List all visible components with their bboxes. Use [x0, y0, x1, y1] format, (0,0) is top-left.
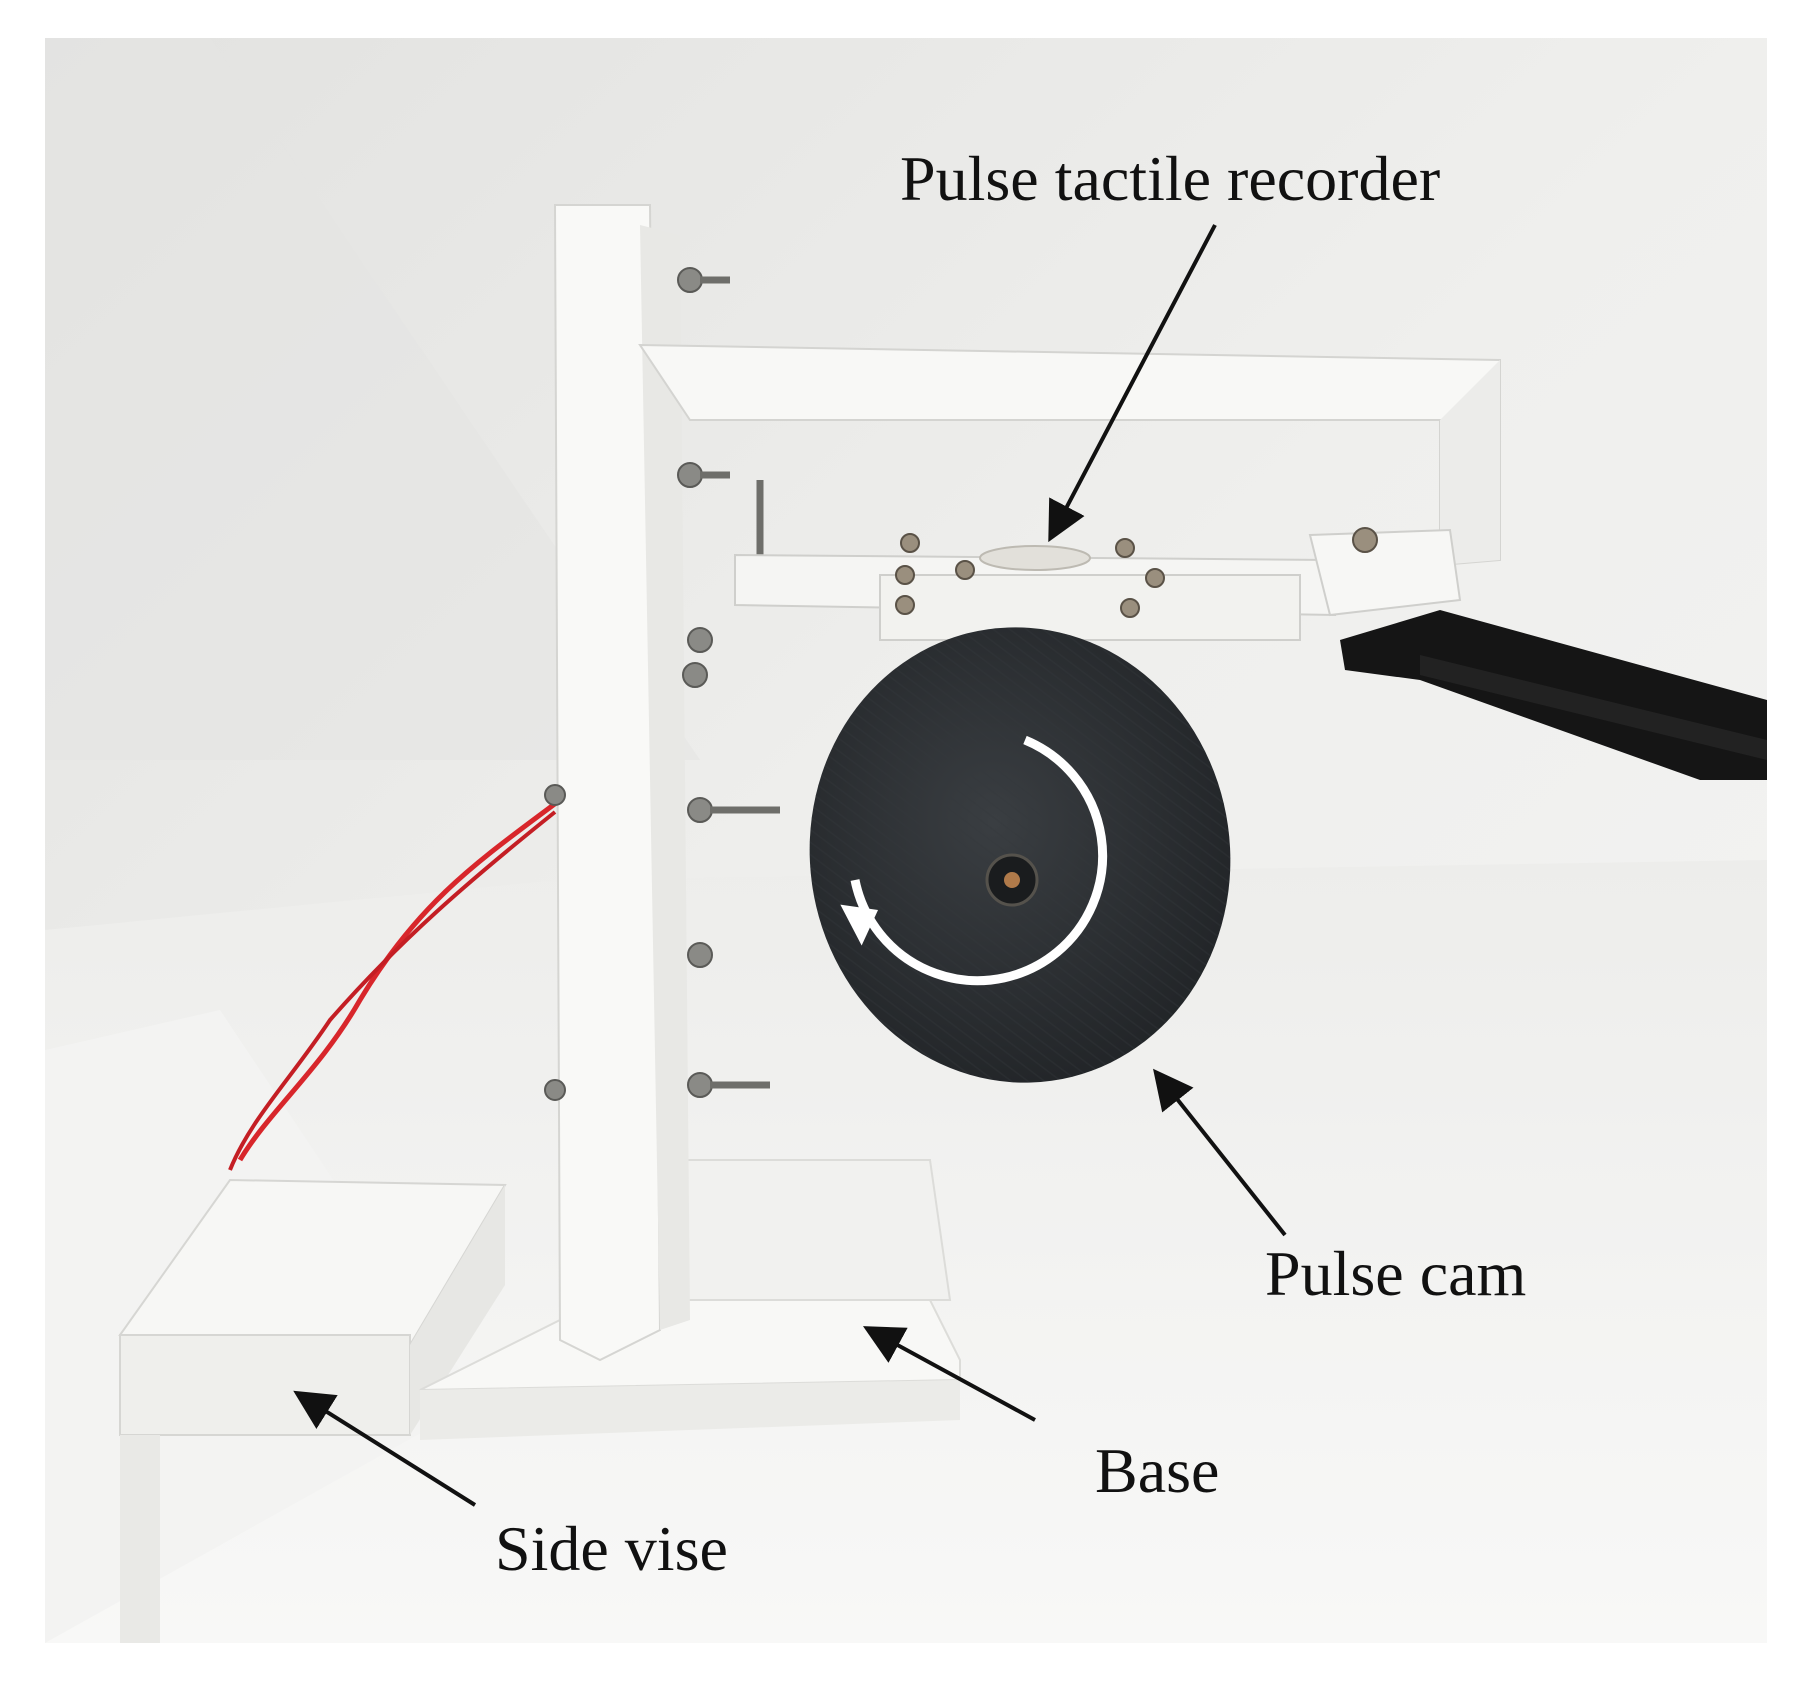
side-vise — [118, 1178, 507, 1643]
red-wire-1 — [237, 797, 562, 1162]
base-arrow — [862, 1326, 1036, 1422]
label-base: Base — [1095, 1435, 1219, 1506]
label-pulse-cam: Pulse cam — [1265, 1238, 1526, 1309]
label-side-vise: Side vise — [495, 1513, 728, 1584]
annotation-arrows — [293, 224, 1287, 1507]
recorder-arrow — [1048, 224, 1217, 543]
vise-arrow — [293, 1390, 477, 1507]
cam-arrow — [1153, 1068, 1287, 1237]
vertical-plate — [544, 204, 780, 1362]
photograph — [45, 38, 1767, 1643]
label-pulse-tactile-recorder: Pulse tactile recorder — [900, 143, 1440, 214]
black-cable — [1340, 610, 1767, 780]
red-wire-2 — [228, 810, 557, 1171]
wall-corner — [45, 38, 700, 760]
recorder-assembly — [734, 527, 1462, 662]
pulse-cam — [809, 627, 1231, 1083]
